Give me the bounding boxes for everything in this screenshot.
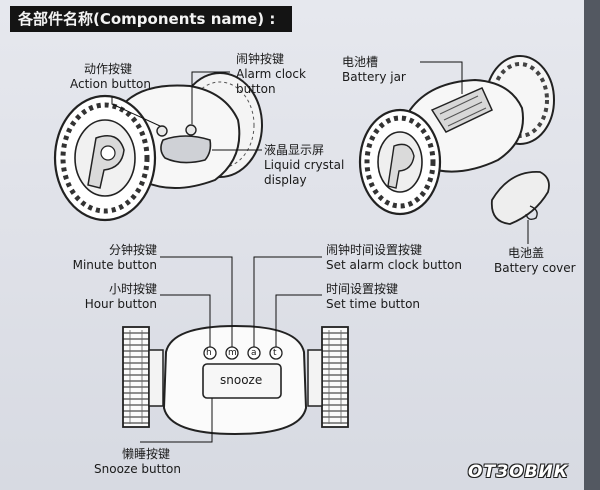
clock-robot-front-illustration bbox=[53, 72, 263, 222]
action-button-label-en: Action button bbox=[70, 77, 151, 91]
set-alarm-button-label-en: Set alarm clock button bbox=[326, 258, 463, 272]
battery-jar-label: 电池槽 Battery jar bbox=[342, 55, 406, 85]
battery-cover-label-en: Battery cover bbox=[494, 261, 576, 275]
minute-button-letter: m bbox=[228, 348, 237, 358]
set-time-button-label: 时间设置按键 Set time button bbox=[326, 282, 420, 312]
snooze-pad-label: snooze bbox=[220, 373, 263, 387]
action-button-label: 动作按键 Action button bbox=[70, 62, 151, 92]
lcd-label: 液晶显示屏 Liquid crystal display bbox=[264, 143, 344, 188]
section-header: 各部件名称(Components name) : bbox=[10, 6, 292, 32]
alarm-button-letter: a bbox=[251, 348, 257, 358]
lcd-label-zh: 液晶显示屏 bbox=[264, 143, 325, 157]
battery-jar-label-zh: 电池槽 bbox=[342, 55, 379, 69]
hour-button-label-en: Hour button bbox=[84, 297, 157, 311]
watermark-logo: ОТЗОВИК bbox=[468, 462, 569, 482]
clock-robot-top-view-illustration bbox=[122, 324, 349, 436]
minute-button-label-zh: 分钟按键 bbox=[108, 243, 157, 257]
set-alarm-button-label: 闹钟时间设置按键 Set alarm clock button bbox=[326, 243, 462, 273]
battery-jar-label-en: Battery jar bbox=[342, 70, 406, 84]
snooze-button-label: 懒睡按键 Snooze button bbox=[94, 447, 181, 477]
alarm-button-label-en2: button bbox=[236, 82, 276, 96]
alarm-button-label-en1: Alarm clock bbox=[236, 67, 306, 81]
minute-button-label-en: Minute button bbox=[72, 258, 157, 272]
background-edge bbox=[584, 0, 600, 490]
lcd-label-en2: display bbox=[264, 173, 307, 187]
set-time-button-label-zh: 时间设置按键 bbox=[326, 282, 399, 296]
hour-button-letter: h bbox=[206, 348, 212, 358]
minute-button-label: 分钟按键 Minute button bbox=[64, 243, 157, 273]
lcd-label-en1: Liquid crystal bbox=[264, 158, 345, 172]
set-time-button-label-en: Set time button bbox=[326, 297, 421, 311]
clock-robot-back-illustration bbox=[358, 55, 555, 216]
hour-button-label-zh: 小时按键 bbox=[108, 282, 157, 296]
hour-button-label: 小时按键 Hour button bbox=[64, 282, 157, 312]
action-button-label-zh: 动作按键 bbox=[84, 62, 133, 76]
set-alarm-button-label-zh: 闹钟时间设置按键 bbox=[326, 243, 423, 257]
alarm-button-label-zh: 闹钟按键 bbox=[236, 52, 285, 66]
snooze-button-label-zh: 懒睡按键 bbox=[122, 447, 171, 461]
battery-cover-label: 电池盖 Battery cover bbox=[494, 246, 576, 276]
battery-cover-label-zh: 电池盖 bbox=[508, 246, 545, 260]
snooze-button-label-en: Snooze button bbox=[94, 462, 181, 476]
battery-cover-illustration bbox=[490, 171, 550, 225]
alarm-button-label: 闹钟按键 Alarm clock button bbox=[236, 52, 306, 97]
time-button-letter: t bbox=[273, 348, 277, 358]
